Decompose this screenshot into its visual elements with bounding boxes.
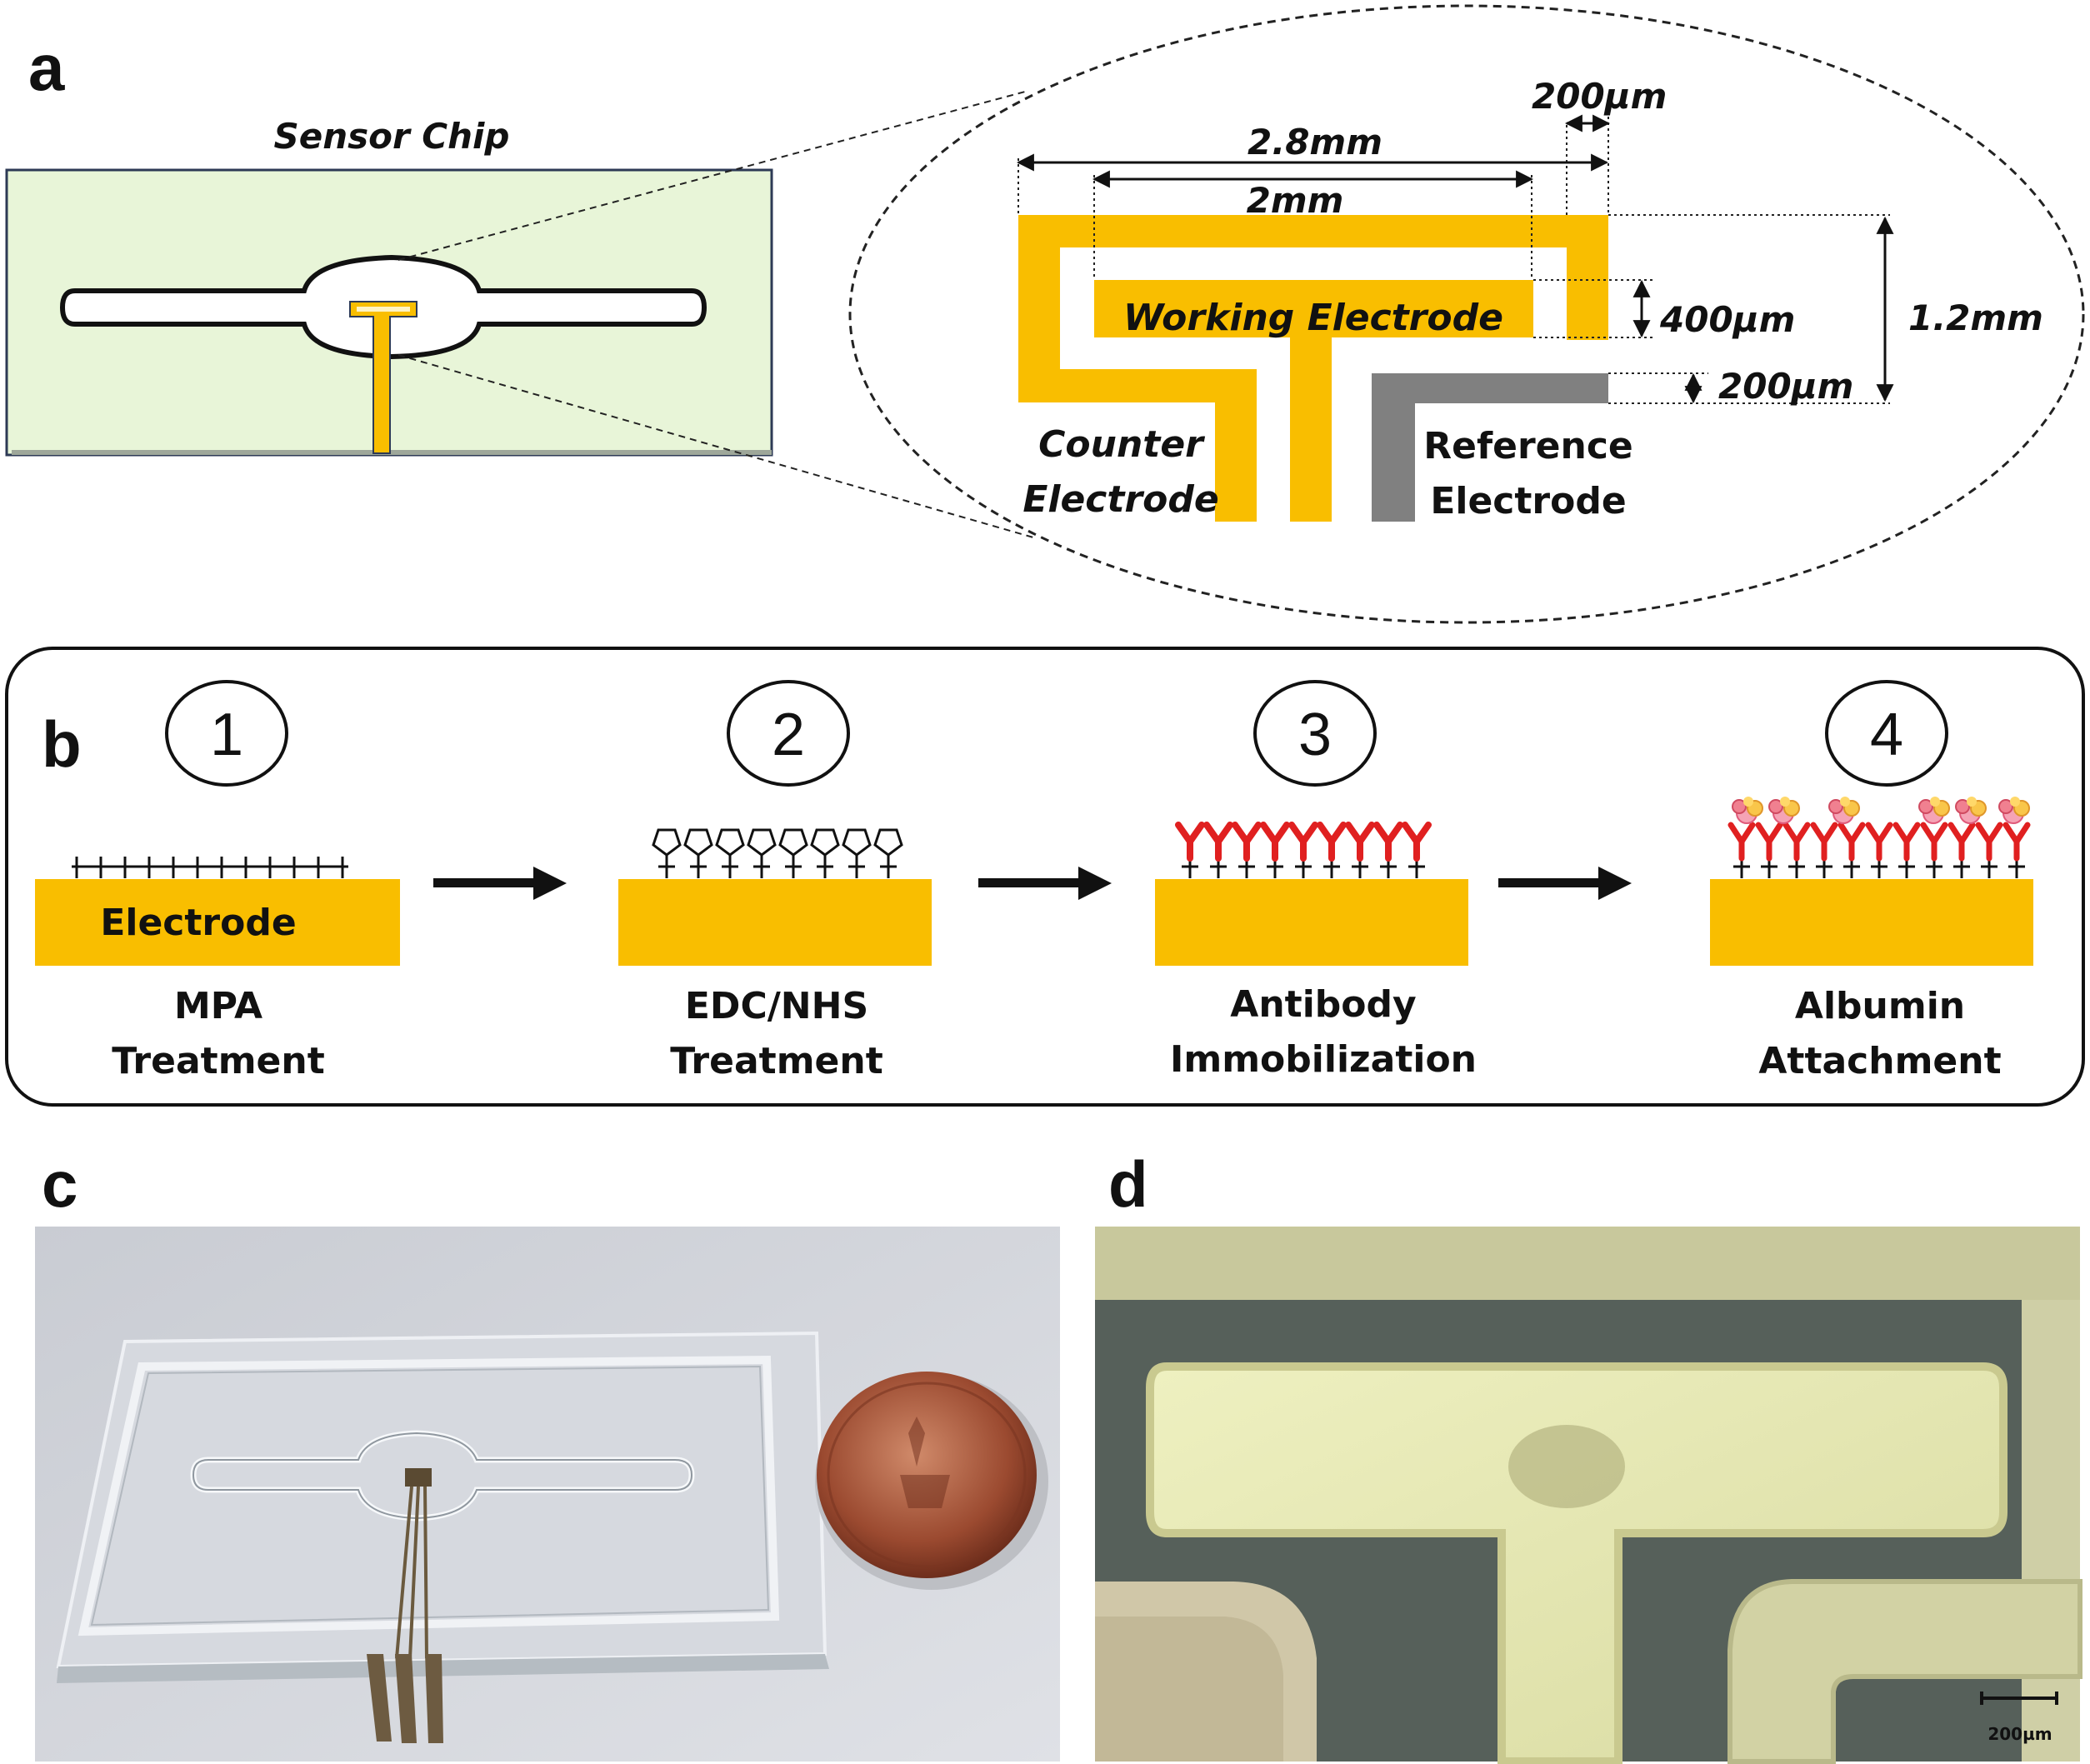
- nhs-ester: [715, 828, 745, 857]
- electrode-label: Electrode: [100, 902, 296, 944]
- antibody: [1232, 822, 1262, 862]
- step-4-label-1: Albumin: [1795, 985, 1965, 1027]
- nhs-ester: [778, 828, 808, 857]
- step-4-number: 4: [1870, 702, 1903, 768]
- working-electrode-label: Working Electrode: [1123, 297, 1503, 339]
- zoom-line-top: [398, 91, 1026, 261]
- nhs-ester: [652, 828, 682, 857]
- sensor-chip-title: Sensor Chip: [273, 116, 509, 157]
- antibody: [1782, 822, 1811, 862]
- photo-sensor-chip: [35, 1227, 1060, 1762]
- reference-electrode-label-2: Electrode: [1430, 480, 1626, 522]
- nhs-ester: [810, 828, 840, 857]
- antibody: [1203, 822, 1233, 862]
- step-4-label-2: Attachment: [1758, 1040, 2001, 1082]
- mpa-layer-1: [72, 857, 348, 878]
- antibody: [1175, 822, 1205, 862]
- dim-gap-top: 200µm: [1532, 76, 1667, 117]
- counter-electrode-label-2: Electrode: [1022, 478, 1218, 521]
- counter-electrode-label-1: Counter: [1038, 423, 1205, 466]
- mini-electrode: [349, 301, 418, 454]
- scale-bar-label: 200µm: [1988, 1724, 2052, 1744]
- albumin-protein: [1732, 797, 1763, 824]
- step-1-number: 1: [210, 702, 243, 768]
- antibody: [1402, 822, 1432, 862]
- dim-total-width: 2.8mm: [1248, 122, 1382, 162]
- step-1-label-2: Treatment: [112, 1040, 325, 1082]
- counter-electrode: [1018, 215, 1608, 522]
- reference-electrode: [1372, 373, 1608, 522]
- nhs-ester: [747, 828, 777, 857]
- step-2-number: 2: [772, 702, 805, 768]
- antibody: [1260, 822, 1290, 862]
- step-1-label-1: MPA: [174, 985, 262, 1027]
- step-3-label-2: Immobilization: [1170, 1038, 1477, 1081]
- antibody: [1317, 822, 1347, 862]
- antibody: [1892, 822, 1921, 862]
- antibody: [1755, 822, 1783, 862]
- antibody: [1838, 822, 1866, 862]
- chip-shadow: [12, 450, 772, 455]
- antibody: [1345, 822, 1375, 862]
- zoom-line-bottom: [398, 354, 1034, 538]
- albumin-protein: [1998, 797, 2030, 824]
- reference-electrode-label-1: Reference: [1423, 425, 1633, 467]
- antibody: [1975, 822, 2003, 862]
- antibody: [2002, 822, 2031, 862]
- dim-working-width: 2mm: [1247, 180, 1344, 221]
- step-2-electrode: [618, 879, 932, 966]
- step-2-label-1: EDC/NHS: [685, 985, 868, 1027]
- process-arrows: [433, 867, 1632, 900]
- panel-b-box: [5, 647, 2085, 1107]
- dim-working-height: 400µm: [1659, 299, 1795, 340]
- mini-electrode-inner: [357, 307, 410, 312]
- dim-total-height: 1.2mm: [1908, 297, 2043, 338]
- edc-nhs-layer: [652, 828, 903, 878]
- panel-letter-a: a: [28, 31, 65, 104]
- antibody-layer: [1175, 822, 1432, 878]
- dimension-arrows: [1016, 114, 1894, 404]
- albumin-protein: [1828, 797, 1860, 824]
- nhs-ester: [683, 828, 713, 857]
- antibody: [1728, 822, 1756, 862]
- albumin-protein: [1768, 797, 1800, 824]
- albumin-protein: [1955, 797, 1987, 824]
- panel-letter-c: c: [42, 1147, 78, 1221]
- antibody: [1373, 822, 1403, 862]
- antibody: [1288, 822, 1318, 862]
- nhs-ester: [873, 828, 903, 857]
- step-numbers: [165, 680, 1948, 787]
- antibody: [1948, 822, 1976, 862]
- panel-letter-b: b: [42, 707, 82, 781]
- panel-letter-d: d: [1108, 1147, 1148, 1221]
- albumin-layer: [1728, 797, 2031, 878]
- dim-reference-thickness: 200µm: [1718, 366, 1853, 407]
- albumin-protein: [1918, 797, 1950, 824]
- step-3-electrode: [1155, 879, 1468, 966]
- working-electrode: [1094, 280, 1533, 522]
- antibody: [1920, 822, 1948, 862]
- nhs-ester: [842, 828, 872, 857]
- micrograph-electrode: [1095, 1227, 2082, 1764]
- step-1-electrode: [35, 879, 400, 966]
- antibody: [1810, 822, 1838, 862]
- antibody: [1865, 822, 1893, 862]
- step-2-label-2: Treatment: [670, 1040, 883, 1082]
- step-3-number: 3: [1298, 702, 1332, 768]
- step-4-electrode: [1710, 879, 2033, 966]
- step-3-label-1: Antibody: [1230, 983, 1416, 1026]
